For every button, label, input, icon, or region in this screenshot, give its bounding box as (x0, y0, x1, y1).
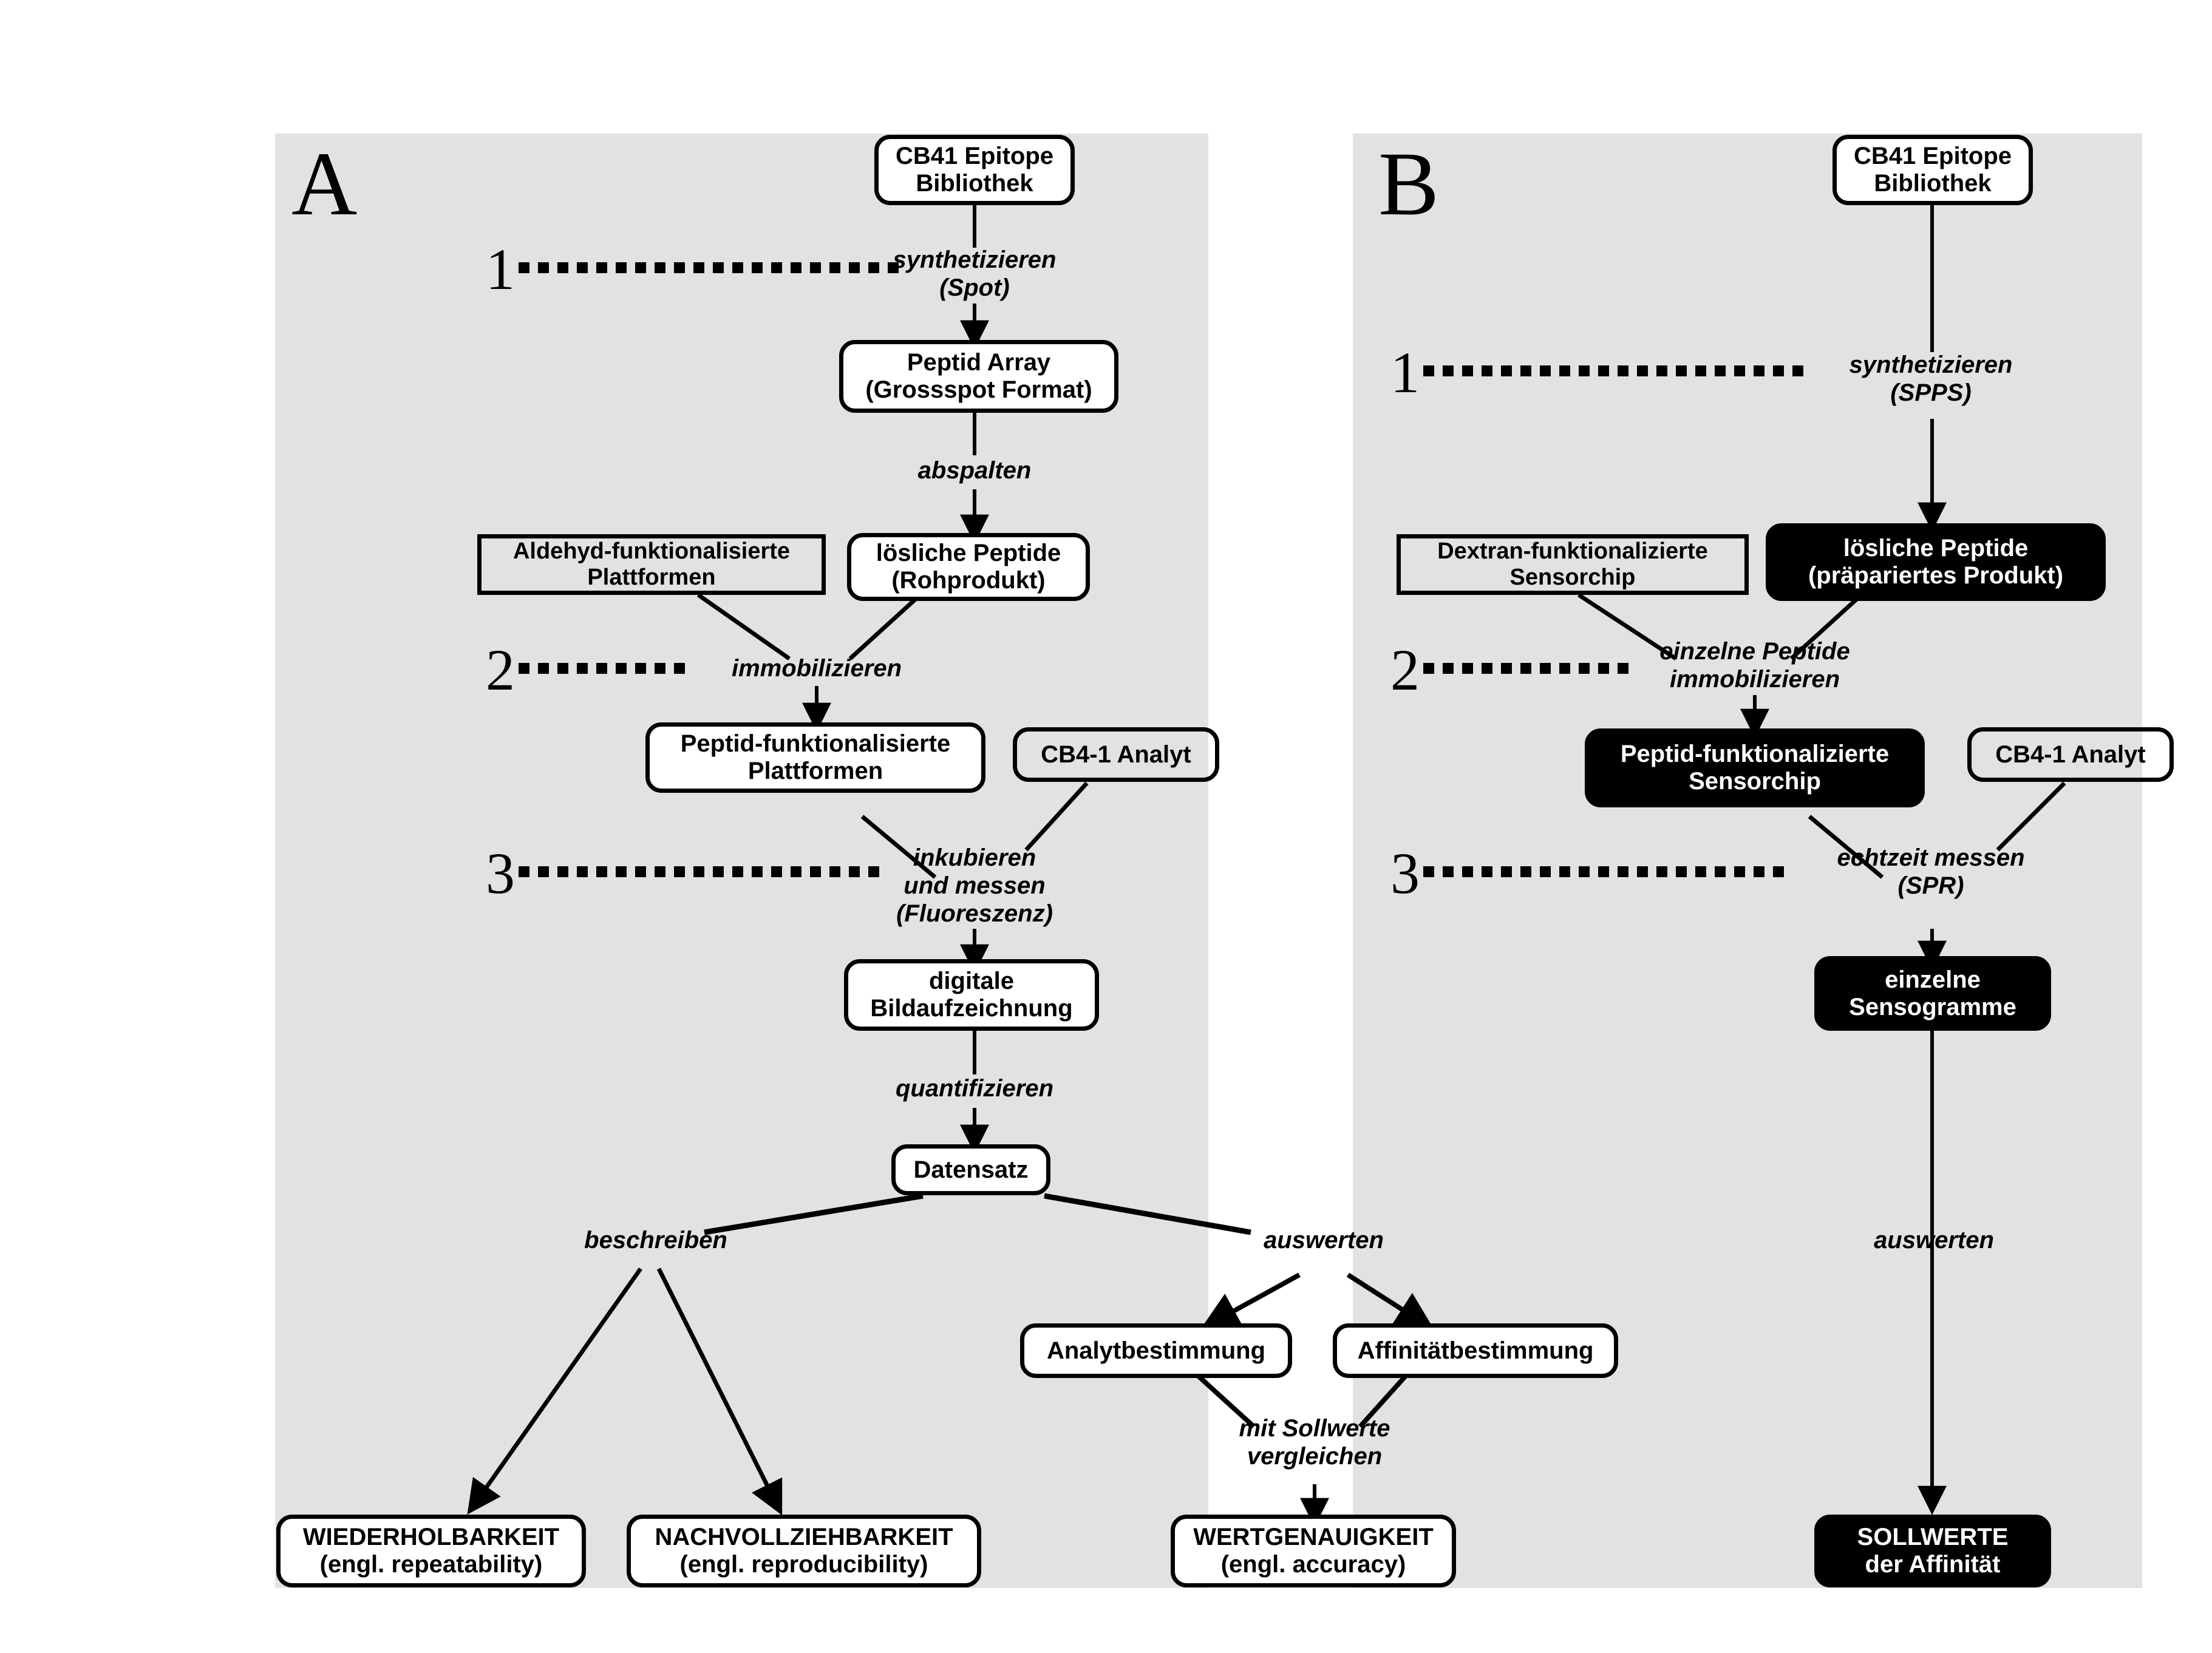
step-number-b-3-value: 3 (1390, 841, 1420, 906)
step-number-b-2-value: 2 (1390, 637, 1420, 702)
node-label: WERTGENAUIGKEIT(engl. accuracy) (1193, 1524, 1434, 1578)
node-label: CB4-1 Analyt (1995, 741, 2146, 768)
node-loesliche-peptide-a[interactable]: lösliche Peptide(Rohprodukt) (847, 533, 1090, 601)
edge-label-beschreiben-a: beschreiben (584, 1227, 727, 1254)
step-number-a-2: 2 (486, 637, 693, 702)
step-dots-b-2 (1423, 663, 1637, 674)
edge-label-auswerten-b: auswerten (1874, 1227, 1994, 1254)
node-wiederholbarkeit-a[interactable]: WIEDERHOLBARKEIT(engl. repeatability) (276, 1515, 586, 1587)
step-number-b-3: 3 (1390, 841, 1792, 906)
step-number-b-2: 2 (1390, 637, 1637, 702)
step-number-a-3-value: 3 (486, 841, 515, 906)
node-peptid-array-a[interactable]: Peptid Array(Grossspot Format) (839, 340, 1118, 413)
edge-label-mit-sollwerte-vergleichen-a: mit Sollwerte vergleichen (1239, 1415, 1390, 1470)
node-wertgenauigkeit-a[interactable]: WERTGENAUIGKEIT(engl. accuracy) (1171, 1515, 1456, 1587)
panel-label-a: A (291, 134, 358, 234)
step-dots-b-1 (1423, 365, 1812, 377)
step-dots-a-1 (519, 262, 907, 274)
node-loesliche-peptide-b[interactable]: lösliche Peptide(präpariertes Produkt) (1766, 523, 2106, 601)
step-number-b-1-value: 1 (1390, 340, 1420, 405)
step-number-a-1-value: 1 (486, 237, 515, 302)
step-number-a-1: 1 (486, 237, 907, 302)
node-affinitaetbestimmung-a[interactable]: Affinitätbestimmung (1333, 1323, 1618, 1378)
node-label: Peptid Array(Grossspot Format) (865, 349, 1092, 403)
step-dots-a-3 (519, 866, 888, 878)
edge-label-synthetisieren-a: synthetizieren (Spot) (893, 246, 1057, 301)
edge-label-einzelne-peptide-immobilisieren-b: einzelne Peptide immobilizieren (1659, 638, 1850, 693)
edge-label-auswerten-a: auswerten (1264, 1227, 1384, 1254)
panel-label-b: B (1378, 134, 1440, 234)
node-cb4-1-analyt-a[interactable]: CB4-1 Analyt (1013, 727, 1219, 782)
step-number-a-2-value: 2 (486, 637, 515, 702)
node-label: WIEDERHOLBARKEIT(engl. repeatability) (302, 1524, 560, 1578)
node-label: Affinitätbestimmung (1357, 1337, 1594, 1364)
edge-label-synthetisieren-b: synthetizieren (SPPS) (1849, 351, 2013, 406)
node-label: CB4-1 Analyt (1041, 741, 1191, 768)
edge-label-quantifizieren-a: quantifizieren (895, 1075, 1054, 1102)
step-dots-b-3 (1423, 866, 1792, 878)
node-label: Analytbestimmung (1046, 1337, 1266, 1364)
edge-label-abspalten-a: abspalten (917, 457, 1032, 484)
edge-label-inkubieren-a: inkubieren und messen (Fluoreszenz) (896, 844, 1053, 927)
node-datensatz-a[interactable]: Datensatz (891, 1144, 1050, 1195)
edge-label-echtzeit-messen-b: echtzeit messen (SPR) (1837, 844, 2025, 899)
step-number-a-3: 3 (486, 841, 888, 906)
node-label: NACHVOLLZIEHBARKEIT(engl. reproducibilit… (655, 1524, 953, 1578)
step-dots-a-2 (519, 663, 693, 674)
step-number-b-1: 1 (1390, 340, 1812, 405)
node-label: lösliche Peptide(präpariertes Produkt) (1808, 535, 2064, 589)
edge-label-immobilisieren-a: immobilizieren (731, 655, 902, 682)
node-analytbestimmung-a[interactable]: Analytbestimmung (1020, 1323, 1292, 1378)
node-nachvollziehbarkeit-a[interactable]: NACHVOLLZIEHBARKEIT(engl. reproducibilit… (627, 1515, 981, 1587)
node-label: lösliche Peptide(Rohprodukt) (876, 540, 1061, 594)
node-cb4-1-analyt-b[interactable]: CB4-1 Analyt (1967, 727, 2174, 782)
node-label: Datensatz (913, 1156, 1029, 1183)
